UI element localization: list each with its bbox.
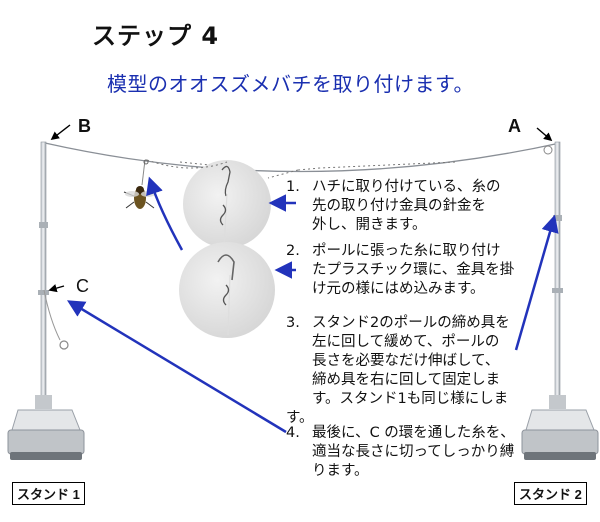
- stand-2-label: スタンド 2: [514, 482, 587, 505]
- step-line: たプラスチック環に、金具を掛: [312, 262, 515, 278]
- stand-1-label: スタンド 1: [12, 482, 85, 505]
- stand-1-base: [7, 409, 85, 460]
- suspension-string: [44, 142, 561, 173]
- step-line: 適当な長さに切ってしっかり縛: [312, 444, 515, 460]
- step-number: 2.: [286, 243, 300, 259]
- page-subtitle: 模型のオオスズメバチを取り付けます。: [107, 72, 474, 96]
- arrow-icon: [146, 176, 184, 251]
- stand-2-base: [521, 409, 599, 460]
- instruction-step-2: 2. ポールに張った糸に取り付け たプラスチック環に、金具を掛 け元の様にはめ込み…: [286, 242, 526, 299]
- step-line: 外し、開きます。: [312, 217, 427, 233]
- step-number: 1.: [286, 179, 300, 195]
- step-line: 最後に、C の環を通した糸を、: [312, 425, 515, 441]
- arrow-icon: [48, 284, 65, 293]
- arrow-icon: [50, 124, 71, 141]
- step-number: 4.: [286, 425, 300, 441]
- step-line: 長さを必要なだけ伸ばして、: [312, 353, 500, 369]
- label-point-a: A: [508, 116, 521, 136]
- step-line: ポールに張った糸に取り付け: [312, 243, 501, 259]
- detail-circle-hook-attached: [179, 242, 275, 338]
- step-line: スタンド2のポールの締め具を: [312, 315, 510, 331]
- instruction-step-3: 3. スタンド2のポールの締め具を 左に回して緩めて、ポールの 長さを必要なだけ伸…: [286, 314, 526, 428]
- step-number: 3.: [286, 315, 300, 331]
- step-line: 締め具を右に回して固定しま: [312, 372, 501, 388]
- step-line: す。スタンド1も同じ様にします。: [286, 391, 509, 426]
- label-point-c: C: [76, 276, 89, 296]
- arrow-icon: [67, 300, 287, 434]
- step-line: 先の取り付け金具の針金を: [312, 198, 486, 214]
- step-line: ります。: [312, 463, 369, 479]
- instruction-step-4: 4. 最後に、C の環を通した糸を、 適当な長さに切ってしっかり縛 ります。: [286, 424, 526, 481]
- stand-2-pole: [543, 141, 566, 409]
- arrow-icon: [514, 214, 559, 351]
- arrow-icon: [536, 127, 553, 142]
- detail-circle-hook-open: [183, 160, 271, 249]
- instruction-step-1: 1. ハチに取り付けている、糸の 先の取り付け金具の針金を 外し、開きます。: [286, 178, 516, 235]
- step-line: け元の様にはめ込みます。: [312, 281, 485, 297]
- stand-1-pole: [35, 141, 69, 409]
- step-line: 左に回して緩めて、ポールの: [312, 334, 500, 350]
- step-line: ハチに取り付けている、糸の: [312, 179, 501, 195]
- step-title: ステップ 4: [92, 22, 220, 50]
- label-point-b: B: [78, 116, 91, 136]
- hornet-icon: [123, 159, 157, 209]
